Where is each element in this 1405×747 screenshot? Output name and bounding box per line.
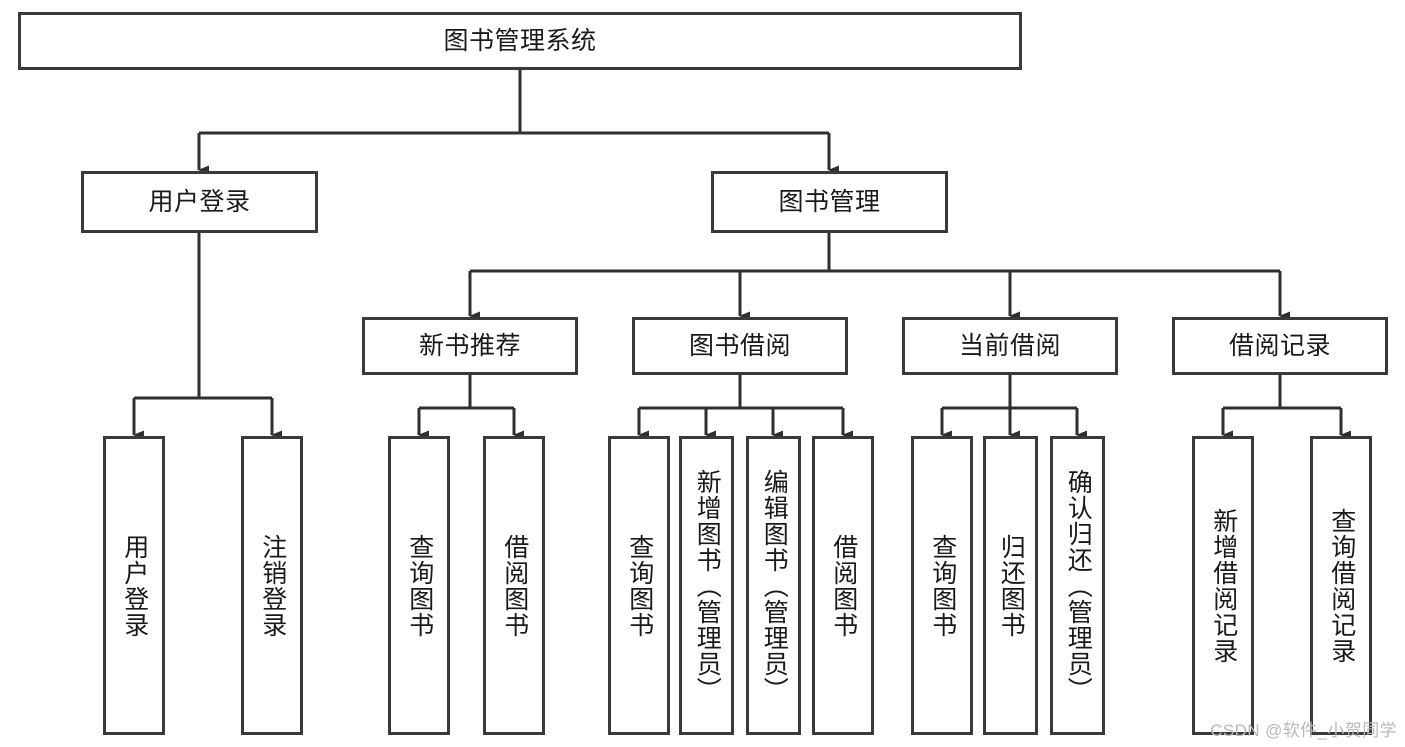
node-book-manage[interactable]: 图书管理 (711, 171, 948, 233)
node-label: 图书借阅 (688, 331, 791, 360)
node-op-edit-book[interactable]: 编辑图书（管理员） (746, 436, 801, 735)
node-op-query-book-rec[interactable]: 查询图书 (388, 436, 450, 735)
node-label: 当前借阅 (958, 331, 1061, 360)
node-label: 编辑图书（管理员） (760, 468, 789, 703)
node-label: 确认归还（管理员） (1064, 468, 1093, 703)
node-label: 注销登录 (258, 533, 287, 638)
node-op-user-logout[interactable]: 注销登录 (241, 436, 303, 735)
node-op-add-book[interactable]: 新增图书（管理员） (679, 436, 734, 735)
node-label: 图书管理 (778, 187, 881, 216)
connector-current-borrow-to-ops (940, 375, 1087, 440)
node-label: 查询图书 (625, 533, 654, 638)
node-op-return-book[interactable]: 归还图书 (983, 436, 1038, 735)
connector-root-to-modules (197, 70, 839, 175)
node-label: 查询图书 (405, 533, 434, 638)
node-label: 用户登录 (148, 187, 251, 216)
node-op-query-borrow-record[interactable]: 查询借阅记录 (1310, 436, 1372, 735)
node-label: 新增借阅记录 (1209, 507, 1238, 664)
node-label: 图书管理系统 (443, 26, 597, 55)
node-label: 新增图书（管理员） (693, 468, 722, 703)
node-book-borrow[interactable]: 图书借阅 (632, 317, 848, 375)
node-new-book-rec[interactable]: 新书推荐 (362, 317, 578, 375)
node-op-query-book-current[interactable]: 查询图书 (911, 436, 973, 735)
node-root[interactable]: 图书管理系统 (18, 12, 1022, 70)
node-label: 用户登录 (120, 533, 149, 638)
node-op-borrow-book[interactable]: 借阅图书 (812, 436, 874, 735)
connector-borrow-record-to-ops (1221, 375, 1351, 440)
node-label: 新书推荐 (418, 331, 521, 360)
node-borrow-record[interactable]: 借阅记录 (1172, 317, 1388, 375)
connector-user-login-to-ops (132, 233, 282, 440)
watermark-label: CSDN @软件_小贺同学 (1210, 721, 1397, 740)
node-label: 查询图书 (928, 533, 957, 638)
node-label: 归还图书 (997, 533, 1026, 638)
node-op-confirm-return[interactable]: 确认归还（管理员） (1050, 436, 1105, 735)
node-current-borrow[interactable]: 当前借阅 (902, 317, 1118, 375)
node-op-add-borrow-record[interactable]: 新增借阅记录 (1192, 436, 1254, 735)
node-label: 借阅图书 (829, 533, 858, 638)
connector-book-borrow-to-ops (637, 375, 853, 440)
node-user-login[interactable]: 用户登录 (81, 171, 318, 233)
node-label: 借阅图书 (500, 533, 529, 638)
node-label: 查询借阅记录 (1327, 507, 1356, 664)
node-op-user-login[interactable]: 用户登录 (103, 436, 165, 735)
node-op-query-book-borrow[interactable]: 查询图书 (608, 436, 670, 735)
connector-book-manage-to-submodules (468, 233, 1290, 321)
connector-path-group (132, 70, 1351, 440)
node-label: 借阅记录 (1228, 331, 1331, 360)
node-op-borrow-book-rec[interactable]: 借阅图书 (483, 436, 545, 735)
connector-new-book-rec-to-ops (417, 375, 524, 440)
